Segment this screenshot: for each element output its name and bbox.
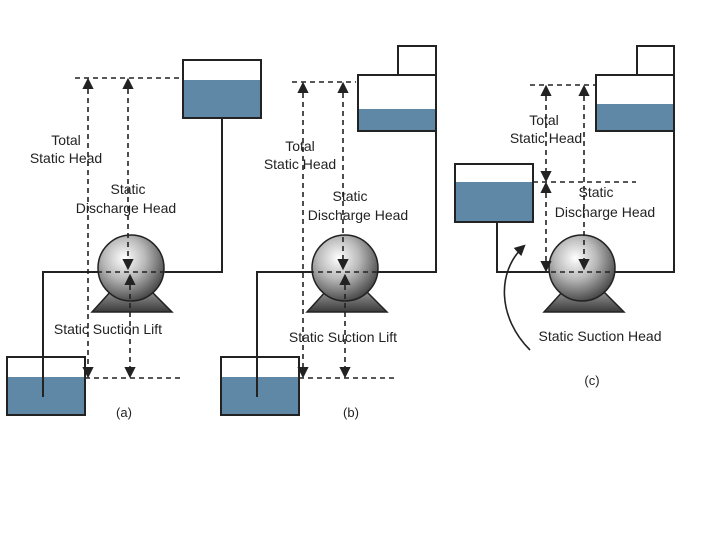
discharge-pipe [165, 118, 223, 273]
total-static-head-label-2: Static Head [30, 150, 102, 166]
suction-tank [220, 356, 300, 416]
total-static-head-label-2: Static Head [510, 130, 582, 146]
static-suction-head-label: Static Suction Head [539, 328, 662, 344]
pump [305, 234, 389, 313]
total-static-head-label-1: Total [285, 138, 315, 154]
suction-head-pointer-arrow [503, 244, 531, 351]
discharge-pipe [610, 131, 675, 273]
pump [542, 234, 626, 313]
suction-tank [454, 163, 534, 223]
discharge-tank [182, 59, 262, 119]
static-discharge-head-label-1: Static [332, 188, 367, 204]
diagram-c: Total Static Head Static Discharge Head … [454, 45, 675, 388]
static-discharge-head-label-2: Discharge Head [555, 204, 655, 220]
static-suction-lift-label: Static Suction Lift [54, 321, 162, 337]
discharge-pipe [375, 131, 437, 273]
discharge-tank [595, 45, 675, 132]
diagram-a: Total Static Head Static Discharge Head … [6, 59, 262, 420]
total-static-head-label-1: Total [51, 132, 81, 148]
static-discharge-head-label-1: Static [578, 184, 613, 200]
caption-b: (b) [343, 405, 359, 420]
total-static-head-label-2: Static Head [264, 156, 336, 172]
static-discharge-head-label-1: Static [110, 181, 145, 197]
diagram-b: Total Static Head Static Discharge Head … [220, 45, 437, 420]
static-discharge-head-label-2: Discharge Head [308, 207, 408, 223]
caption-c: (c) [584, 373, 599, 388]
total-static-head-label-1: Total [529, 112, 559, 128]
suction-tank [6, 356, 86, 416]
caption-a: (a) [116, 405, 132, 420]
static-suction-lift-label: Static Suction Lift [289, 329, 397, 345]
discharge-tank [357, 45, 437, 132]
pump [90, 234, 174, 313]
static-discharge-head-label-2: Discharge Head [76, 200, 176, 216]
